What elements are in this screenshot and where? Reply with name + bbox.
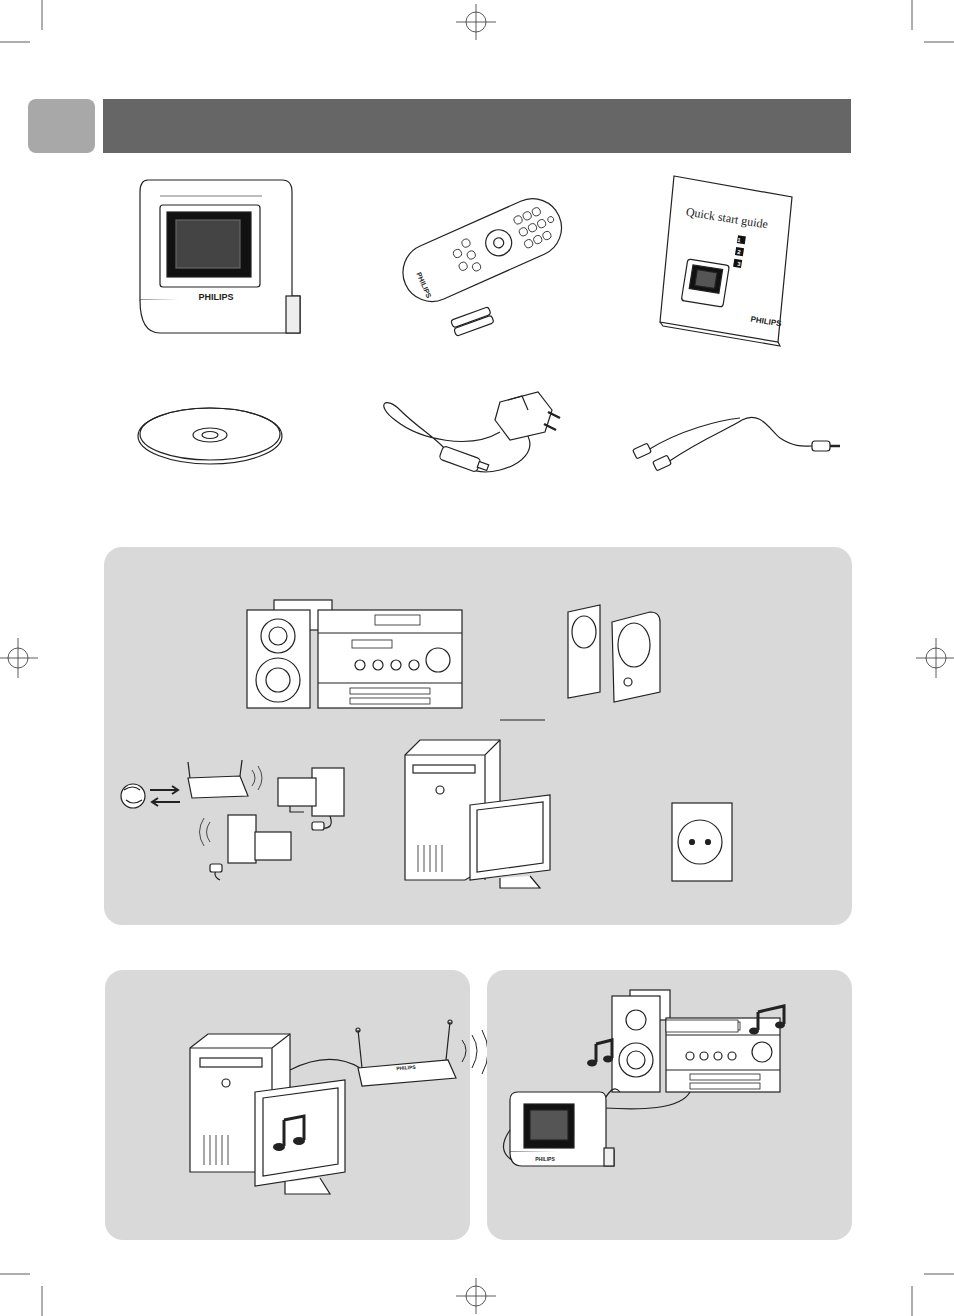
requirements-panel [104,547,852,925]
pc-panel [105,970,470,1240]
hifi-system [247,600,462,708]
computer [405,740,550,888]
header-tab [28,99,95,153]
playback-device [503,1092,614,1166]
cd-rom [138,408,282,464]
brand-label: PHILIPS [198,293,233,302]
separator-line [500,720,545,721]
wall-socket [672,803,732,881]
header-bar [103,99,851,153]
power-adapter [384,392,560,472]
stereo-panel [487,970,852,1240]
station-device [140,180,300,333]
guide-booklet [660,176,792,346]
pc-speakers [568,605,660,702]
music-pc [190,1034,360,1194]
home-network [121,760,344,880]
wireless-router [356,1020,510,1086]
remote-control [394,189,571,336]
playback-stereo [587,990,785,1109]
audio-cable [633,417,840,471]
brand-label: PHILIPS [535,1157,554,1162]
